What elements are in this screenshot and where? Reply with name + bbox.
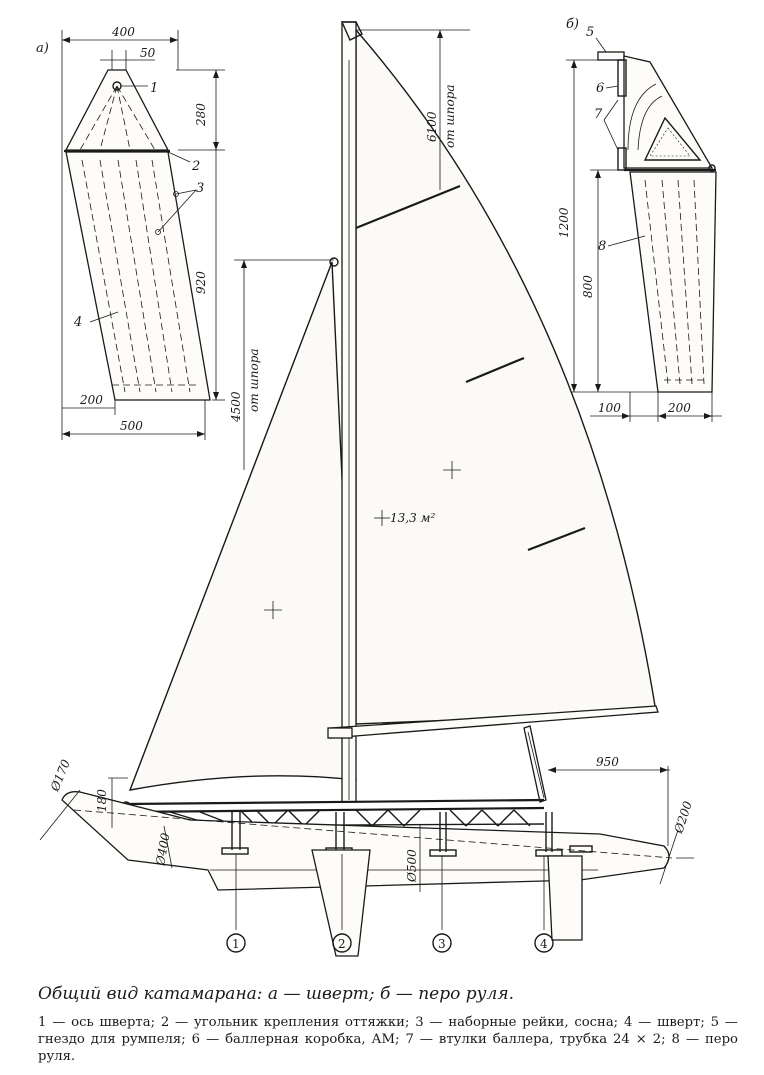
centerboard-view: a) 400 50 1 2 3 [36, 25, 225, 440]
dim-jib-height-note: от шпора [247, 348, 261, 412]
legend-item-8: 8 — перо руля. [38, 1032, 738, 1064]
centerboard-side [311, 849, 371, 957]
dim-centerboard-width-top: 400 [111, 25, 135, 39]
legend: 1 — ось шверта; 2 — угольник крепления о… [38, 1014, 738, 1065]
legend-item-4: 4 — шверт; [623, 1015, 705, 1030]
station-1: 1 [232, 937, 240, 951]
dim-head-height: 280 [194, 103, 208, 127]
label-7-rudder-bushings: 7 [594, 107, 603, 122]
main-sail [355, 28, 657, 725]
label-3-laminated-slats: 3 [196, 181, 204, 196]
dim-rudder-blade-height: 800 [581, 275, 595, 298]
rudder-view: б) 5 6 7 8 1 [557, 17, 722, 422]
label-8-rudder-blade: 8 [598, 239, 606, 254]
dim-bow-rise: 180 [95, 789, 109, 812]
label-5-tiller-socket: 5 [586, 25, 594, 40]
dim-stern-diameter: Ø200 [671, 799, 695, 836]
hull [61, 791, 670, 891]
label-1-centerboard-axle: 1 [150, 81, 158, 96]
station-4: 4 [540, 937, 548, 951]
rudder-side [547, 855, 583, 941]
dim-hull-diameter-fwd: Ø400 [153, 831, 173, 867]
legend-item-6: 6 — баллерная коробка, АМ; [191, 1032, 400, 1047]
dim-axle-offset: 50 [140, 46, 156, 60]
label-2-brace-bracket: 2 [191, 159, 200, 174]
sail-area-label: 13,3 м² [390, 511, 435, 525]
catamaran-drawing: a) 400 50 1 2 3 [36, 17, 722, 957]
dim-tip-width: 200 [79, 393, 103, 407]
jib-center-mark [264, 601, 282, 619]
dim-centerboard-bottom-width: 500 [120, 419, 143, 433]
legend-item-5: 5 — гнездо для румпеля; [38, 1015, 738, 1047]
legend-item-3: 3 — наборные рейки, сосна; [415, 1015, 619, 1030]
legend-item-1: 1 — ось шверта; [38, 1015, 156, 1030]
station-3: 3 [438, 937, 446, 951]
dim-rudder-total-height: 1200 [557, 207, 571, 238]
panel-a-label: a) [36, 41, 49, 56]
dim-rudder-offset: 100 [598, 401, 621, 415]
dim-jib-height: 4500 [229, 391, 243, 423]
panel-b-label: б) [566, 17, 579, 32]
dim-hull-diameter-mid: Ø500 [405, 849, 419, 883]
mainsail-center-mark [443, 461, 461, 479]
legend-item-2: 2 — угольник крепления оттяжки; [160, 1015, 410, 1030]
catamaran-side-view: 13,3 м² 6100 от шпора 4500 от шпора [39, 21, 695, 957]
jib-sail [128, 261, 357, 791]
dim-bow-diameter: Ø170 [47, 757, 73, 794]
label-4-centerboard: 4 [73, 315, 82, 330]
sail-area-mark [374, 510, 390, 526]
station-2: 2 [338, 937, 346, 951]
dim-blade-height: 920 [194, 271, 208, 294]
label-6-rudder-box: 6 [596, 81, 604, 96]
dim-rudder-blade-width: 200 [667, 401, 691, 415]
dim-mast-height-note: от шпора [443, 84, 457, 148]
legend-item-7: 7 — втулки баллера, трубка 24 × 2; [405, 1032, 666, 1047]
station-markers: 1 2 3 4 [226, 854, 554, 953]
dim-rudder-overhang: 950 [596, 755, 619, 769]
figure-caption: Общий вид катамарана: а — шверт; б — пер… [38, 984, 514, 1004]
dim-mast-height: 6100 [425, 111, 439, 142]
